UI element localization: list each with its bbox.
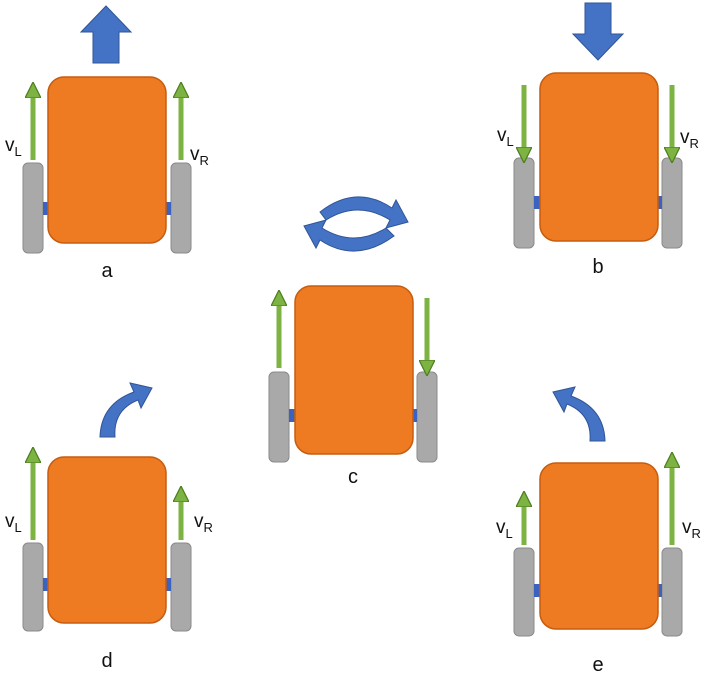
right-velocity-label: vR — [680, 127, 699, 151]
robot-c — [268, 285, 438, 463]
left-axle — [534, 196, 542, 209]
left-velocity-label: vL — [496, 517, 513, 541]
robot-body — [47, 456, 167, 624]
right-wheel — [170, 162, 192, 254]
caption-d: d — [101, 650, 112, 672]
robot-body — [539, 72, 659, 242]
caption-b: b — [592, 256, 603, 278]
panel-b: vL vR b — [497, 2, 699, 278]
left-axle — [43, 578, 51, 591]
robot-e — [513, 462, 683, 637]
right-wheel — [416, 371, 438, 463]
caption-c: c — [348, 466, 358, 488]
backward-motion-arrow — [571, 2, 625, 61]
left-axle — [289, 409, 297, 422]
right-axle — [163, 578, 171, 591]
panel-a: vL vR a — [5, 5, 209, 282]
right-velocity-label: vR — [190, 144, 209, 168]
right-velocity-label: vR — [682, 517, 701, 541]
robot-b — [513, 72, 683, 249]
left-wheel — [22, 162, 44, 254]
forward-motion-arrow — [79, 5, 133, 64]
left-wheel — [22, 542, 44, 632]
left-wheel — [513, 157, 535, 249]
left-wheel — [268, 371, 290, 463]
left-velocity-label: vL — [497, 125, 514, 149]
left-wheel — [513, 547, 535, 637]
panel-c: c — [268, 196, 438, 488]
robot-body — [539, 462, 659, 630]
turn-left-arrow — [552, 386, 606, 442]
right-axle — [163, 202, 171, 215]
right-velocity-label: vR — [194, 511, 213, 535]
right-wheel — [170, 542, 192, 632]
robot-a — [22, 76, 192, 254]
robot-body — [294, 285, 414, 455]
left-axle — [43, 202, 51, 215]
panel-d: vL vR d — [5, 382, 213, 672]
right-wheel — [661, 547, 683, 637]
left-velocity-label: vL — [5, 135, 22, 159]
caption-a: a — [101, 260, 113, 282]
caption-e: e — [592, 654, 603, 675]
turn-right-arrow — [99, 382, 153, 438]
left-velocity-label: vL — [5, 511, 22, 535]
robot-d — [22, 456, 192, 632]
robot-body — [47, 76, 167, 244]
right-wheel — [661, 157, 683, 249]
panel-e: vL vR e — [496, 386, 701, 675]
rotation-arrows-icon — [303, 196, 409, 252]
left-axle — [534, 584, 542, 597]
